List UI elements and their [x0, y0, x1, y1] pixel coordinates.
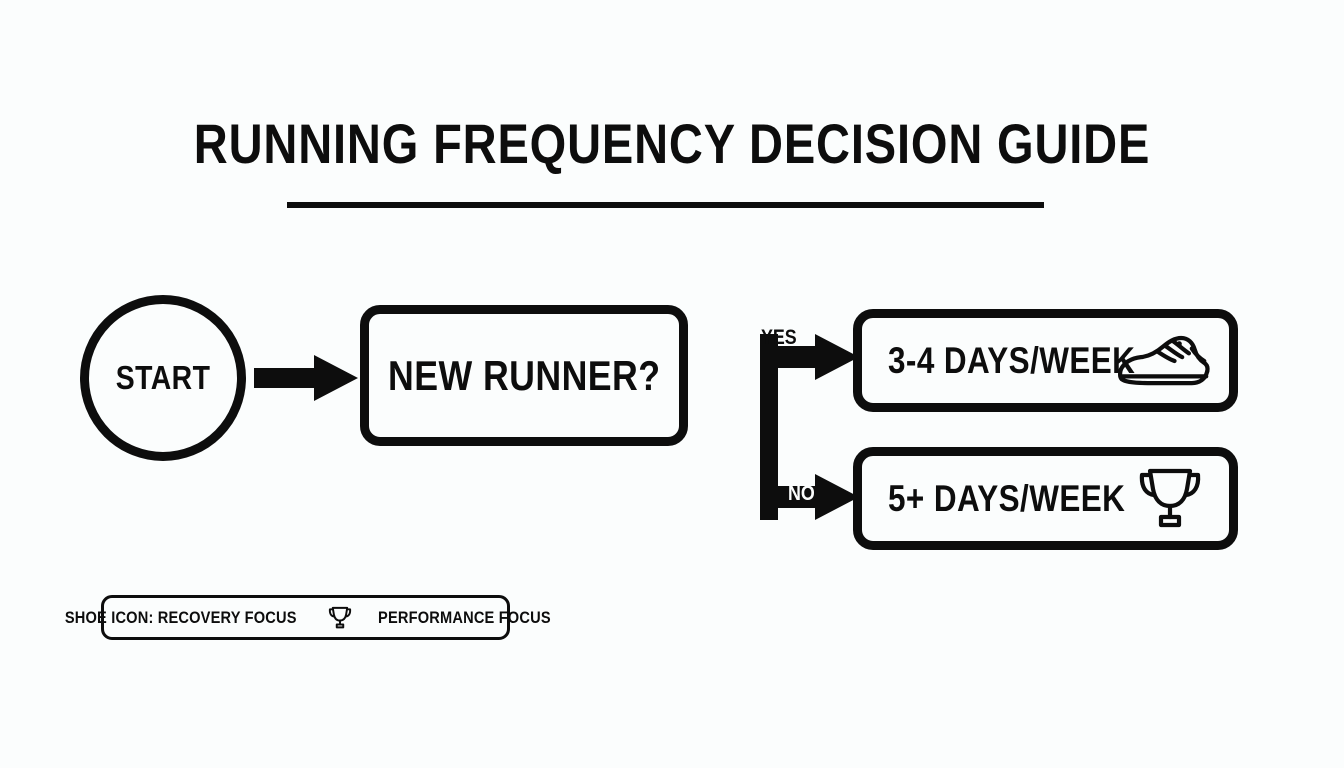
page-title: RUNNING FREQUENCY DECISION GUIDE: [193, 112, 1151, 175]
outcome-label-performance: 5+ DAYS/WEEK: [888, 477, 1126, 519]
title-underline-rule: [287, 202, 1044, 208]
running-shoe-icon: [1115, 331, 1211, 391]
flow-node-outcome-performance[interactable]: 5+ DAYS/WEEK: [853, 447, 1238, 550]
arrow-start-to-decision: [254, 355, 358, 401]
legend-trophy-text: PERFORMANCE FOCUS: [377, 607, 551, 627]
flow-node-decision[interactable]: NEW RUNNER?: [360, 305, 688, 446]
branch-label-yes: YES: [761, 326, 797, 349]
start-node-label: START: [115, 359, 211, 396]
outcome-label-recovery: 3-4 DAYS/WEEK: [888, 339, 1136, 381]
decision-node-label: NEW RUNNER?: [387, 351, 661, 399]
legend-trophy-icon: [328, 605, 352, 631]
legend-box: SHOE ICON: RECOVERY FOCUS PERFORMANCE FO…: [65, 595, 550, 640]
trophy-icon: [1135, 462, 1205, 536]
branch-connector: [760, 334, 859, 520]
branch-label-no: NO: [788, 482, 815, 505]
flow-node-start[interactable]: START: [80, 295, 246, 461]
flow-node-outcome-recovery[interactable]: 3-4 DAYS/WEEK: [853, 309, 1238, 412]
legend-shoe-text: SHOE ICON: RECOVERY FOCUS: [65, 607, 297, 627]
